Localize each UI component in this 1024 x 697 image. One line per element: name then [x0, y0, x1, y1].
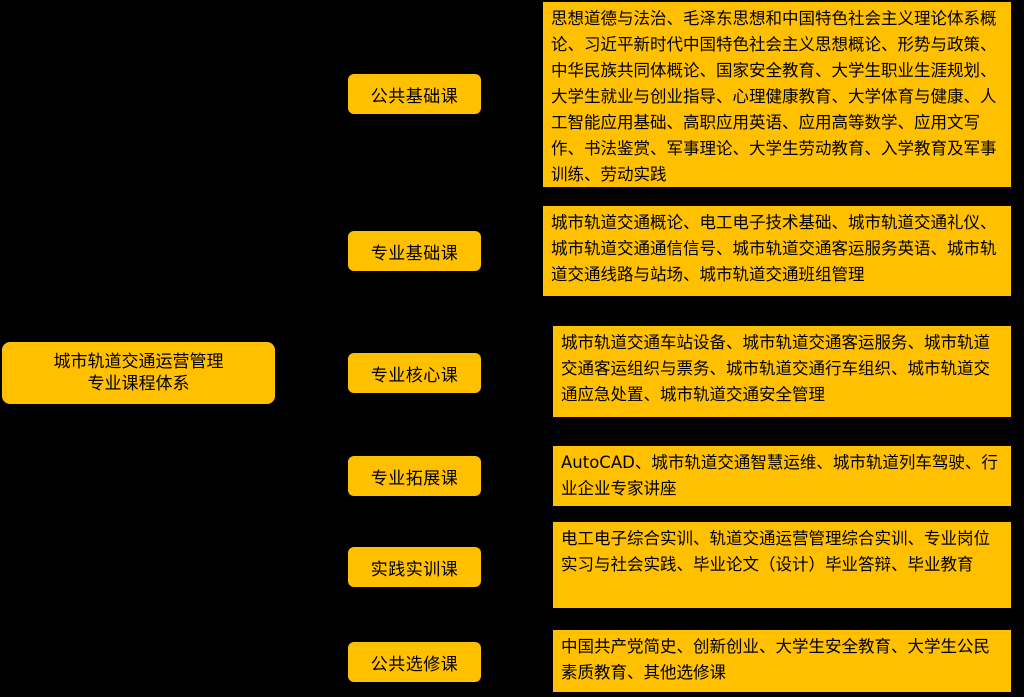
category-practice-training: 实践实训课: [348, 547, 481, 587]
courses-major-basic: 城市轨道交通概论、电工电子技术基础、城市轨道交通礼仪、城市轨道交通通信信号、城市…: [543, 206, 1011, 296]
root-title-line-2: 专业课程体系: [87, 374, 190, 394]
root-node-title: 城市轨道交通运营管理 专业课程体系: [54, 351, 224, 395]
root-node-box: 城市轨道交通运营管理 专业课程体系: [2, 342, 275, 404]
category-major-basic: 专业基础课: [348, 231, 481, 271]
courses-public-elective: 中国共产党简史、创新创业、大学生安全教育、大学生公民素质教育、其他选修课: [553, 630, 1011, 692]
courses-major-extension: AutoCAD、城市轨道交通智慧运维、城市轨道列车驾驶、行业企业专家讲座: [553, 446, 1011, 506]
courses-practice-training: 电工电子综合实训、轨道交通运营管理综合实训、专业岗位实习与社会实践、毕业论文（设…: [553, 522, 1011, 608]
courses-public-basic: 思想道德与法治、毛泽东思想和中国特色社会主义理论体系概论、习近平新时代中国特色社…: [543, 2, 1011, 187]
courses-major-core: 城市轨道交通车站设备、城市轨道交通客运服务、城市轨道交通客运组织与票务、城市轨道…: [553, 326, 1011, 417]
root-title-line-1: 城市轨道交通运营管理: [53, 352, 224, 372]
category-public-elective: 公共选修课: [348, 642, 481, 682]
category-major-core: 专业核心课: [348, 353, 481, 393]
category-public-basic: 公共基础课: [348, 74, 481, 114]
category-major-extension: 专业拓展课: [348, 456, 481, 496]
